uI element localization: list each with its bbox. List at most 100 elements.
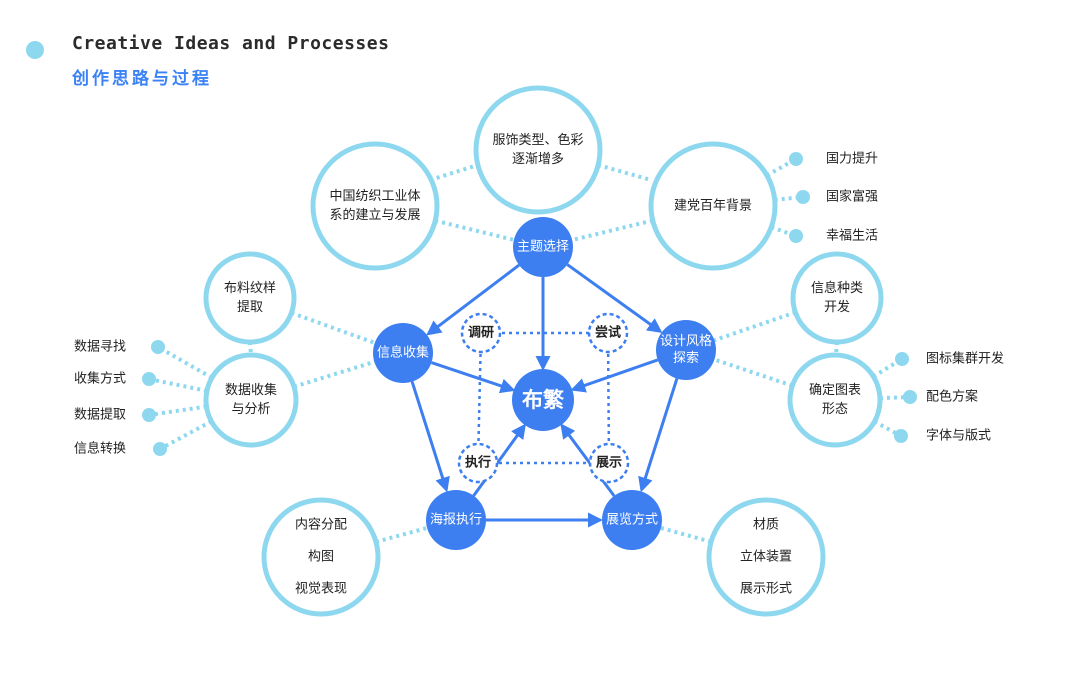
leaf-dot xyxy=(151,340,165,354)
leaf-label: 幸福生活 xyxy=(826,229,878,244)
dotted-connector xyxy=(290,311,380,347)
flow-arrow xyxy=(570,358,659,393)
primary-node-label: 探索 xyxy=(673,351,699,366)
leaf-dot xyxy=(142,372,156,386)
flow-arrow xyxy=(410,381,450,493)
inner-dashed-link xyxy=(606,332,611,464)
header-bullet-dot xyxy=(26,41,44,59)
outer-node-party xyxy=(648,141,778,271)
leaf-label: 图标集群开发 xyxy=(926,351,1004,367)
outer-node-label: 内容分配 xyxy=(295,517,347,533)
inner-dashed-link xyxy=(476,332,483,464)
leaf-label: 信息转换 xyxy=(74,441,126,457)
outer-node-label: 立体装置 xyxy=(740,550,792,565)
outer-node-label: 信息种类 xyxy=(811,280,863,296)
leaf-label: 国家富强 xyxy=(826,189,878,205)
inner-node-label: 展示 xyxy=(596,456,622,471)
leaf-dot xyxy=(789,229,803,243)
inner-node-label: 调研 xyxy=(468,326,494,341)
title-chinese: 创作思路与过程 xyxy=(72,69,212,89)
outer-node-label: 视觉表现 xyxy=(295,582,347,597)
inner-node xyxy=(588,442,630,484)
leaf-label: 字体与版式 xyxy=(926,429,991,444)
dotted-connector xyxy=(765,157,797,178)
outer-node-content xyxy=(261,497,381,617)
core-node xyxy=(512,369,574,431)
dotted-connector xyxy=(656,524,712,544)
outer-node-label: 展示形式 xyxy=(740,582,792,597)
outer-node-label: 建党百年背景 xyxy=(674,199,752,214)
leaf-label: 收集方式 xyxy=(74,371,126,387)
outer-node-label: 布料纹样 xyxy=(224,281,276,296)
leaf-label: 配色方案 xyxy=(926,389,978,405)
leaf-dot xyxy=(142,408,156,422)
dotted-connector xyxy=(710,356,793,388)
outer-node-material xyxy=(706,497,826,617)
outer-node-label: 服饰类型、色彩 xyxy=(492,132,583,148)
outer-node-label: 开发 xyxy=(824,299,850,315)
leaf-label: 数据提取 xyxy=(74,407,126,423)
inner-node-label: 执行 xyxy=(465,455,491,471)
dotted-connector xyxy=(597,163,652,182)
flow-arrow xyxy=(426,263,520,336)
dotted-connector xyxy=(429,163,479,182)
primary-node-label: 信息收集 xyxy=(377,345,429,361)
leaf-label: 国力提升 xyxy=(826,151,878,167)
outer-node-infotype xyxy=(790,251,884,345)
primary-node-display xyxy=(602,490,662,550)
primary-node-style xyxy=(656,320,716,380)
inner-node xyxy=(457,442,499,484)
primary-node-label: 展览方式 xyxy=(606,512,658,528)
outer-node-label: 确定图表 xyxy=(809,383,861,398)
dotted-connector xyxy=(567,218,654,243)
dotted-connector xyxy=(709,310,797,344)
flow-arrow xyxy=(430,361,516,394)
inner-node-label: 尝试 xyxy=(595,325,621,341)
primary-node-label: 海报执行 xyxy=(430,513,482,528)
primary-node-poster xyxy=(426,490,486,550)
outer-node-label: 系的建立与发展 xyxy=(329,207,420,223)
outer-node-label: 材质 xyxy=(753,518,779,533)
primary-node-info xyxy=(373,323,433,383)
outer-node-datacollect xyxy=(203,352,299,448)
primary-node-label: 主题选择 xyxy=(517,240,569,255)
leaf-dot xyxy=(153,442,167,456)
leaf-dot xyxy=(903,390,917,404)
flow-arrow xyxy=(560,423,616,497)
inner-node xyxy=(587,312,629,354)
dotted-connector xyxy=(872,357,904,379)
outer-node-apparel xyxy=(473,85,603,215)
dotted-connector xyxy=(434,218,519,243)
leaf-dot xyxy=(894,429,908,443)
outer-node-label: 与分析 xyxy=(231,402,270,417)
outer-node-label: 构图 xyxy=(308,550,334,565)
dotted-connector xyxy=(375,524,432,544)
dotted-connector xyxy=(293,358,379,389)
outer-node-label: 形态 xyxy=(822,402,848,417)
dotted-connector xyxy=(148,377,208,393)
outer-node-label: 数据收集 xyxy=(225,382,277,398)
leaf-dot xyxy=(789,152,803,166)
title-english: Creative Ideas and Processes xyxy=(72,33,390,54)
outer-node-textile xyxy=(310,141,440,271)
outer-node-label: 逐渐增多 xyxy=(512,151,564,167)
leaf-dot xyxy=(895,352,909,366)
dotted-connector xyxy=(148,404,207,417)
outer-node-label: 中国纺织工业体 xyxy=(329,189,420,204)
flow-arrow xyxy=(638,378,679,493)
outer-node-label: 提取 xyxy=(237,299,263,315)
leaf-dot xyxy=(796,190,810,204)
flow-arrow xyxy=(566,263,663,334)
primary-node-label: 设计风格 xyxy=(660,333,712,349)
flow-arrow xyxy=(472,423,526,497)
outer-node-chartform xyxy=(787,352,883,448)
inner-node xyxy=(460,312,502,354)
outer-node-fabric xyxy=(203,251,297,345)
dotted-connector xyxy=(159,419,213,451)
leaf-label: 数据寻找 xyxy=(74,340,126,355)
primary-node-theme xyxy=(513,217,573,277)
dotted-connector xyxy=(873,419,902,438)
core-node-label: 布繁 xyxy=(522,388,565,412)
dotted-connector xyxy=(879,395,911,401)
